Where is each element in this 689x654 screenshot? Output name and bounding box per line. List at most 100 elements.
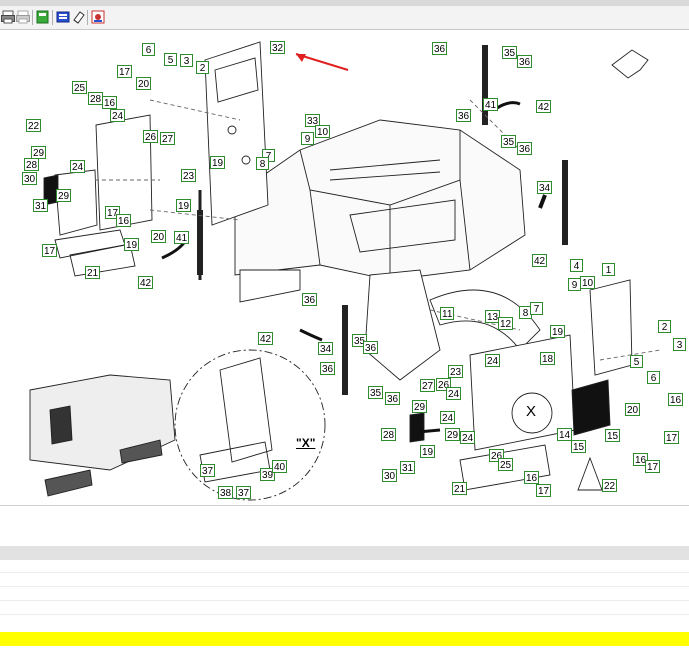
part-callout[interactable]: 2 (196, 61, 209, 74)
part-callout[interactable]: 3 (180, 54, 193, 67)
part-callout[interactable]: 36 (517, 142, 533, 155)
part-callout[interactable]: 15 (571, 440, 587, 453)
part-callout[interactable]: 16 (102, 96, 118, 109)
part-callout[interactable]: 25 (498, 458, 514, 471)
part-callout[interactable]: 6 (142, 43, 155, 56)
part-callout[interactable]: 35 (368, 386, 384, 399)
part-callout[interactable]: 25 (72, 81, 88, 94)
part-callout[interactable]: 4 (570, 259, 583, 272)
part-callout[interactable]: 19 (124, 238, 140, 251)
part-callout[interactable]: 35 (501, 135, 517, 148)
part-callout[interactable]: 19 (176, 199, 192, 212)
part-callout[interactable]: 34 (537, 181, 553, 194)
part-callout[interactable]: 9 (568, 278, 581, 291)
part-callout[interactable]: 12 (498, 317, 514, 330)
part-callout[interactable]: 21 (452, 482, 468, 495)
part-callout[interactable]: 24 (460, 431, 476, 444)
select-icon[interactable] (55, 9, 70, 25)
part-callout[interactable]: 22 (26, 119, 42, 132)
part-callout[interactable]: 24 (485, 354, 501, 367)
part-callout[interactable]: 20 (136, 77, 152, 90)
part-callout[interactable]: 36 (385, 392, 401, 405)
part-callout[interactable]: 24 (440, 411, 456, 424)
export-icon[interactable] (35, 9, 50, 25)
settings-icon[interactable] (90, 9, 105, 25)
part-callout[interactable]: 23 (181, 169, 197, 182)
selected-row-highlight[interactable] (0, 632, 689, 646)
part-callout[interactable]: 20 (151, 230, 167, 243)
part-callout[interactable]: 20 (625, 403, 641, 416)
part-callout[interactable]: 24 (446, 387, 462, 400)
part-callout[interactable]: 8 (519, 306, 532, 319)
part-callout[interactable]: 19 (210, 156, 226, 169)
part-callout[interactable]: 17 (645, 460, 661, 473)
part-callout[interactable]: 27 (420, 379, 436, 392)
part-callout[interactable]: 17 (536, 484, 552, 497)
part-callout[interactable]: 22 (602, 479, 618, 492)
part-callout[interactable]: 16 (668, 393, 684, 406)
part-callout[interactable]: 30 (382, 469, 398, 482)
part-callout[interactable]: 16 (633, 453, 649, 466)
part-callout[interactable]: 28 (88, 92, 104, 105)
part-callout[interactable]: 31 (400, 461, 416, 474)
part-callout[interactable]: 17 (42, 244, 58, 257)
erase-icon[interactable] (70, 9, 85, 25)
part-callout[interactable]: 39 (260, 468, 276, 481)
part-callout[interactable]: 5 (164, 53, 177, 66)
part-callout[interactable]: 5 (630, 355, 643, 368)
part-callout[interactable]: 16 (116, 214, 132, 227)
part-callout[interactable]: 37 (200, 464, 216, 477)
part-callout[interactable]: 24 (70, 160, 86, 173)
part-callout[interactable]: 27 (160, 132, 176, 145)
part-callout[interactable]: 28 (381, 428, 397, 441)
part-callout[interactable]: 24 (110, 109, 126, 122)
part-callout[interactable]: 9 (301, 132, 314, 145)
part-callout[interactable]: 10 (315, 125, 331, 138)
part-callout[interactable]: 29 (412, 400, 428, 413)
part-callout[interactable]: 3 (673, 338, 686, 351)
part-callout[interactable]: 36 (432, 42, 448, 55)
part-callout[interactable]: 36 (320, 362, 336, 375)
part-callout[interactable]: 29 (56, 189, 72, 202)
print-icon[interactable] (0, 9, 15, 25)
part-callout[interactable]: 37 (236, 486, 252, 499)
part-callout[interactable]: 17 (117, 65, 133, 78)
part-callout[interactable]: 42 (258, 332, 274, 345)
part-callout[interactable]: 13 (485, 310, 501, 323)
part-callout[interactable]: 36 (302, 293, 318, 306)
part-callout[interactable]: 36 (363, 341, 379, 354)
part-callout[interactable]: 36 (517, 55, 533, 68)
part-callout[interactable]: 42 (536, 100, 552, 113)
part-callout[interactable]: 1 (602, 263, 615, 276)
part-callout[interactable]: 36 (456, 109, 472, 122)
part-callout[interactable]: 10 (580, 276, 596, 289)
part-callout[interactable]: 7 (530, 302, 543, 315)
part-callout[interactable]: 28 (24, 158, 40, 171)
part-callout[interactable]: 21 (85, 266, 101, 279)
part-callout[interactable]: 26 (143, 130, 159, 143)
print-preview-icon[interactable] (15, 9, 30, 25)
part-callout[interactable]: 41 (174, 231, 190, 244)
part-callout[interactable]: 33 (305, 114, 321, 127)
part-callout[interactable]: 8 (256, 157, 269, 170)
part-callout[interactable]: 42 (138, 276, 154, 289)
part-callout[interactable]: 11 (440, 307, 455, 320)
part-callout[interactable]: 14 (557, 428, 573, 441)
part-callout[interactable]: 30 (22, 172, 38, 185)
part-callout[interactable]: 41 (483, 98, 499, 111)
part-callout[interactable]: 32 (270, 41, 286, 54)
part-callout[interactable]: 2 (658, 320, 671, 333)
part-callout[interactable]: 29 (445, 428, 461, 441)
part-callout[interactable]: 38 (218, 486, 234, 499)
part-callout[interactable]: 6 (647, 371, 660, 384)
part-callout[interactable]: 31 (33, 199, 49, 212)
part-callout[interactable]: 23 (448, 365, 464, 378)
part-callout[interactable]: 35 (502, 46, 518, 59)
part-callout[interactable]: 34 (318, 342, 334, 355)
part-callout[interactable]: 15 (605, 429, 621, 442)
part-callout[interactable]: 40 (272, 460, 288, 473)
part-callout[interactable]: 19 (550, 325, 566, 338)
part-callout[interactable]: 42 (532, 254, 548, 267)
part-callout[interactable]: 17 (664, 431, 680, 444)
part-callout[interactable]: 19 (420, 445, 436, 458)
